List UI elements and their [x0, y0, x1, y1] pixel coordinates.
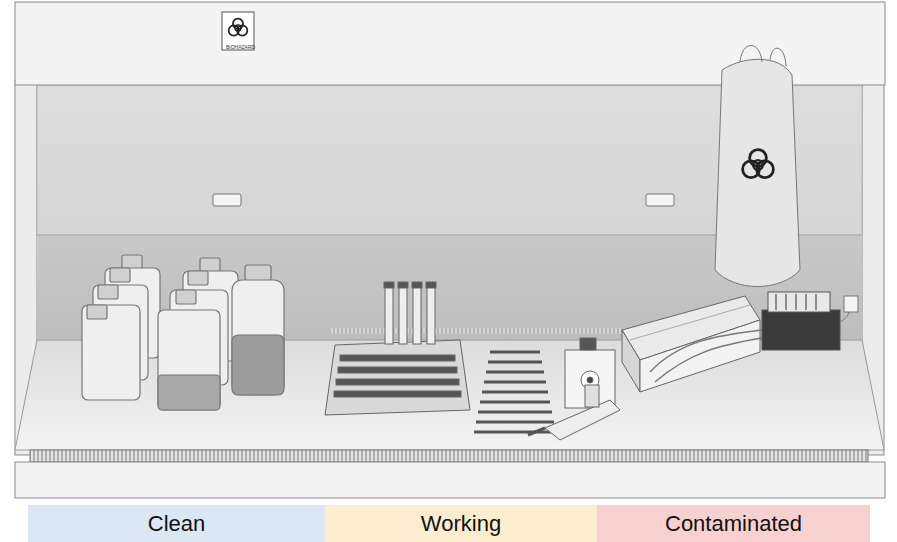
front-grille	[30, 450, 868, 462]
zone-label: Working	[421, 511, 501, 537]
zone-band: Working	[325, 505, 597, 542]
sash-handle	[213, 194, 241, 206]
pipettes	[474, 352, 556, 432]
zone-label: Clean	[148, 511, 205, 537]
mixer	[565, 338, 615, 408]
zone-band: Contaminated	[597, 505, 870, 542]
vacuum-pump	[650, 292, 858, 382]
tube-rack	[325, 282, 470, 415]
front-ledge	[15, 462, 885, 498]
pipette-gun	[528, 385, 620, 440]
sign-text: BIOHAZARD	[226, 44, 255, 50]
zone-band: Clean	[28, 505, 325, 542]
zone-label: Contaminated	[665, 511, 802, 537]
sash-handle	[646, 194, 674, 206]
biohazard-bag	[715, 46, 800, 287]
media-bottles	[82, 255, 284, 410]
